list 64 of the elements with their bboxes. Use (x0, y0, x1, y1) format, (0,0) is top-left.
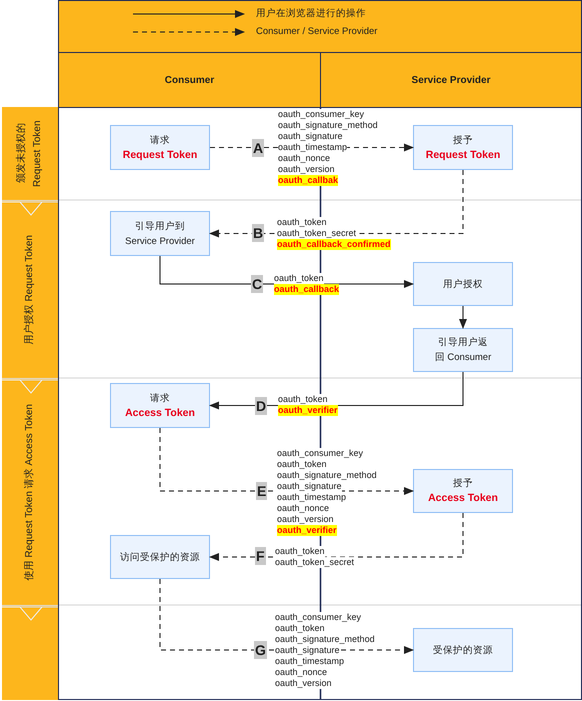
column-header: Consumer (58, 52, 321, 108)
highlighted-parameter: oauth_verifier (278, 405, 338, 416)
parameter-text: oauth_token (275, 623, 325, 634)
parameter-text: oauth_timestamp (277, 492, 346, 503)
process-box (413, 125, 513, 170)
parameter-text: oauth_nonce (275, 667, 328, 678)
parameter-text: oauth_timestamp (278, 142, 348, 153)
step-letter: G (254, 641, 267, 659)
process-box (110, 383, 210, 428)
step-letter: E (256, 482, 268, 500)
process-box: 引导用户返回 Consumer (413, 328, 513, 372)
arrow (459, 306, 467, 329)
parameter-text: oauth_version (278, 164, 335, 175)
process-box: 访问受保护的资源 (110, 535, 210, 579)
parameter-text: oauth_version (275, 678, 332, 689)
process-box: 受保护的资源 (413, 628, 513, 672)
step-text: 请求 (150, 134, 170, 148)
phase-band: 颁发未授权的 Request Token (2, 107, 58, 200)
parameter-text: oauth_signature (275, 645, 340, 656)
highlighted-parameter: oauth_callback_confirmed (277, 239, 391, 250)
process-box (110, 125, 210, 170)
phase-band (2, 605, 58, 700)
highlighted-parameter: oauth_callbak (278, 175, 338, 186)
token-name: Access Token (125, 406, 195, 420)
parameter-text: oauth_nonce (277, 503, 330, 514)
step-letter: D (255, 397, 268, 415)
parameter-text: oauth_token_secret (277, 228, 356, 239)
parameter-text: oauth_token (278, 394, 328, 405)
parameter-text: oauth_token (277, 217, 327, 228)
column-header: Service Provider (320, 52, 582, 108)
phase-band: 用户授权 Request Token (2, 200, 58, 378)
step-letter: A (252, 139, 264, 157)
step-text: 授予 (453, 134, 473, 148)
token-name: Request Token (426, 148, 500, 162)
legend-text: Consumer / Service Provider (256, 25, 378, 39)
parameter-text: oauth_token (275, 546, 325, 557)
parameter-text: oauth_signature_method (277, 470, 377, 481)
parameter-text: oauth_signature_method (275, 634, 375, 645)
parameter-text: oauth_signature (277, 481, 342, 492)
parameter-text: oauth_consumer_key (278, 109, 364, 120)
process-box (413, 469, 513, 513)
parameter-text: oauth_consumer_key (277, 448, 364, 459)
parameter-text: oauth_nonce (278, 153, 330, 164)
parameter-text: oauth_signature (278, 131, 343, 142)
step-text: 授予 (453, 477, 473, 491)
step-letter: F (255, 547, 266, 565)
token-name: Access Token (428, 491, 498, 506)
parameter-text: oauth_consumer_key (275, 612, 362, 623)
parameter-text: oauth_timestamp (275, 656, 344, 667)
process-box: 用户授权 (413, 262, 513, 306)
step-letter: B (252, 224, 264, 242)
highlighted-parameter: oauth_callback (274, 284, 340, 295)
parameter-text: oauth_token (277, 459, 327, 470)
step-letter: C (251, 275, 264, 293)
legend-text: 用户在浏览器进行的操作 (256, 7, 366, 21)
step-text: 请求 (150, 392, 170, 406)
parameter-text: oauth_token (274, 273, 324, 284)
phase-band: 使用 Request Token 请求 Access Token (2, 378, 58, 605)
parameter-text: oauth_version (277, 514, 334, 525)
parameter-text: oauth_signature_method (278, 120, 378, 131)
parameter-text: oauth_token_secret (275, 557, 354, 568)
token-name: Request Token (122, 148, 198, 162)
process-box: 引导用户到 Service Provider (110, 211, 210, 256)
highlighted-parameter: oauth_verifier (277, 525, 337, 536)
